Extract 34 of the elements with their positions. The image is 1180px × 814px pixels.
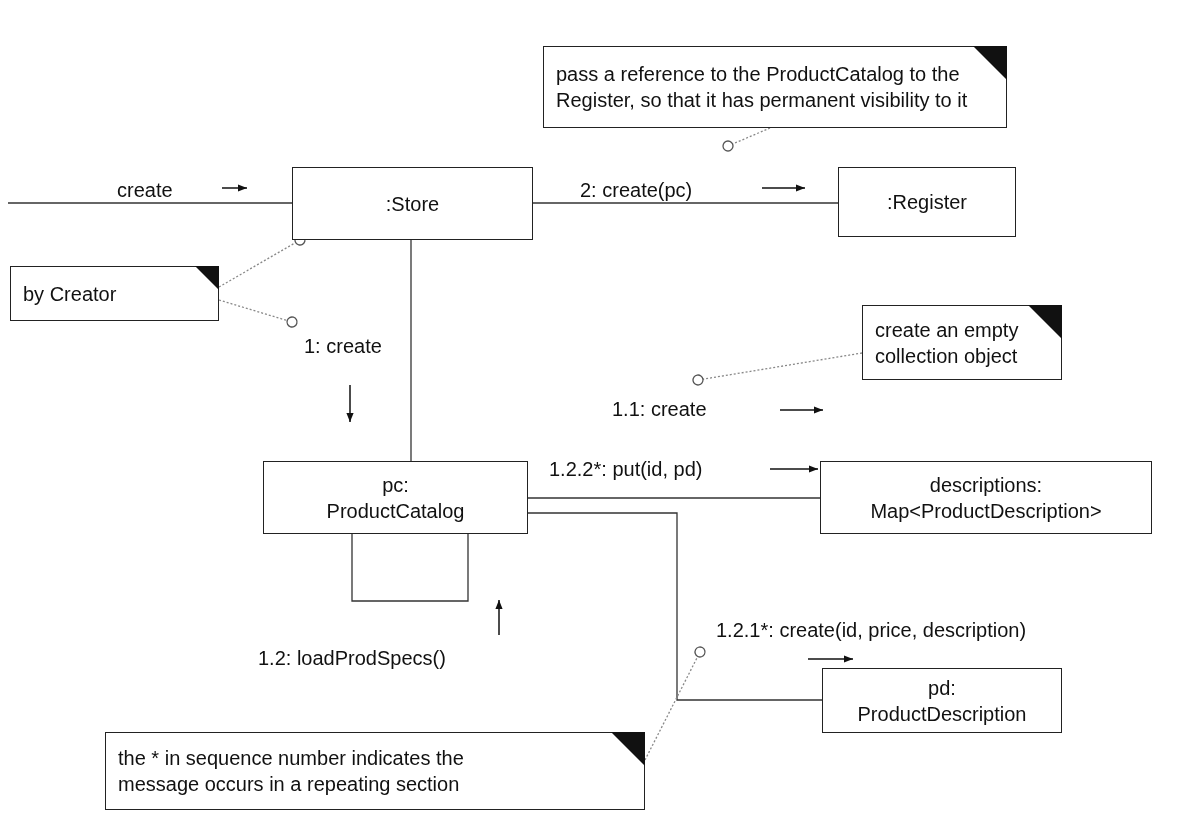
link-line — [527, 497, 821, 499]
note — [105, 732, 645, 810]
object-name: :Register — [887, 190, 967, 215]
note — [10, 266, 219, 321]
leader-line — [692, 352, 863, 386]
message-label: 2: create(pc) — [580, 178, 693, 202]
object-box — [820, 461, 1152, 534]
note-text: create an empty collection object — [875, 317, 1020, 369]
object-name: descriptions: Map<ProductDescription> — [869, 472, 1103, 524]
note — [862, 305, 1062, 380]
link-line — [351, 533, 469, 602]
link-line — [7, 202, 293, 204]
message-label: 1.2.1*: create(id, price, description) — [716, 618, 1027, 642]
message-label: 1.2: loadProdSpecs() — [258, 646, 446, 670]
object-name: :Store — [385, 191, 440, 217]
link-line — [410, 239, 412, 462]
message-label: 1.2.2*: put(id, pd) — [549, 457, 703, 481]
note-text: the * in sequence number indicates the message occurs in a repeating section — [118, 746, 465, 797]
object-box — [822, 668, 1062, 733]
link-line — [527, 512, 823, 701]
object-box — [838, 167, 1016, 237]
leader-line — [722, 127, 771, 152]
object-name: pc: ProductCatalog — [325, 472, 466, 524]
object-name: pd: ProductDescription — [856, 675, 1028, 727]
message-label: 1: create — [304, 334, 382, 358]
link-line — [532, 202, 839, 204]
message-label: 1.1: create — [612, 397, 707, 421]
message-label: create — [117, 178, 173, 202]
object-box — [292, 167, 533, 240]
object-box — [263, 461, 528, 534]
note-text: pass a reference to the ProductCatalog to the Register, so that it has permanent visibility to it — [556, 62, 969, 113]
leader-line — [218, 299, 298, 328]
note-text: by Creator — [23, 281, 117, 307]
note — [543, 46, 1007, 128]
